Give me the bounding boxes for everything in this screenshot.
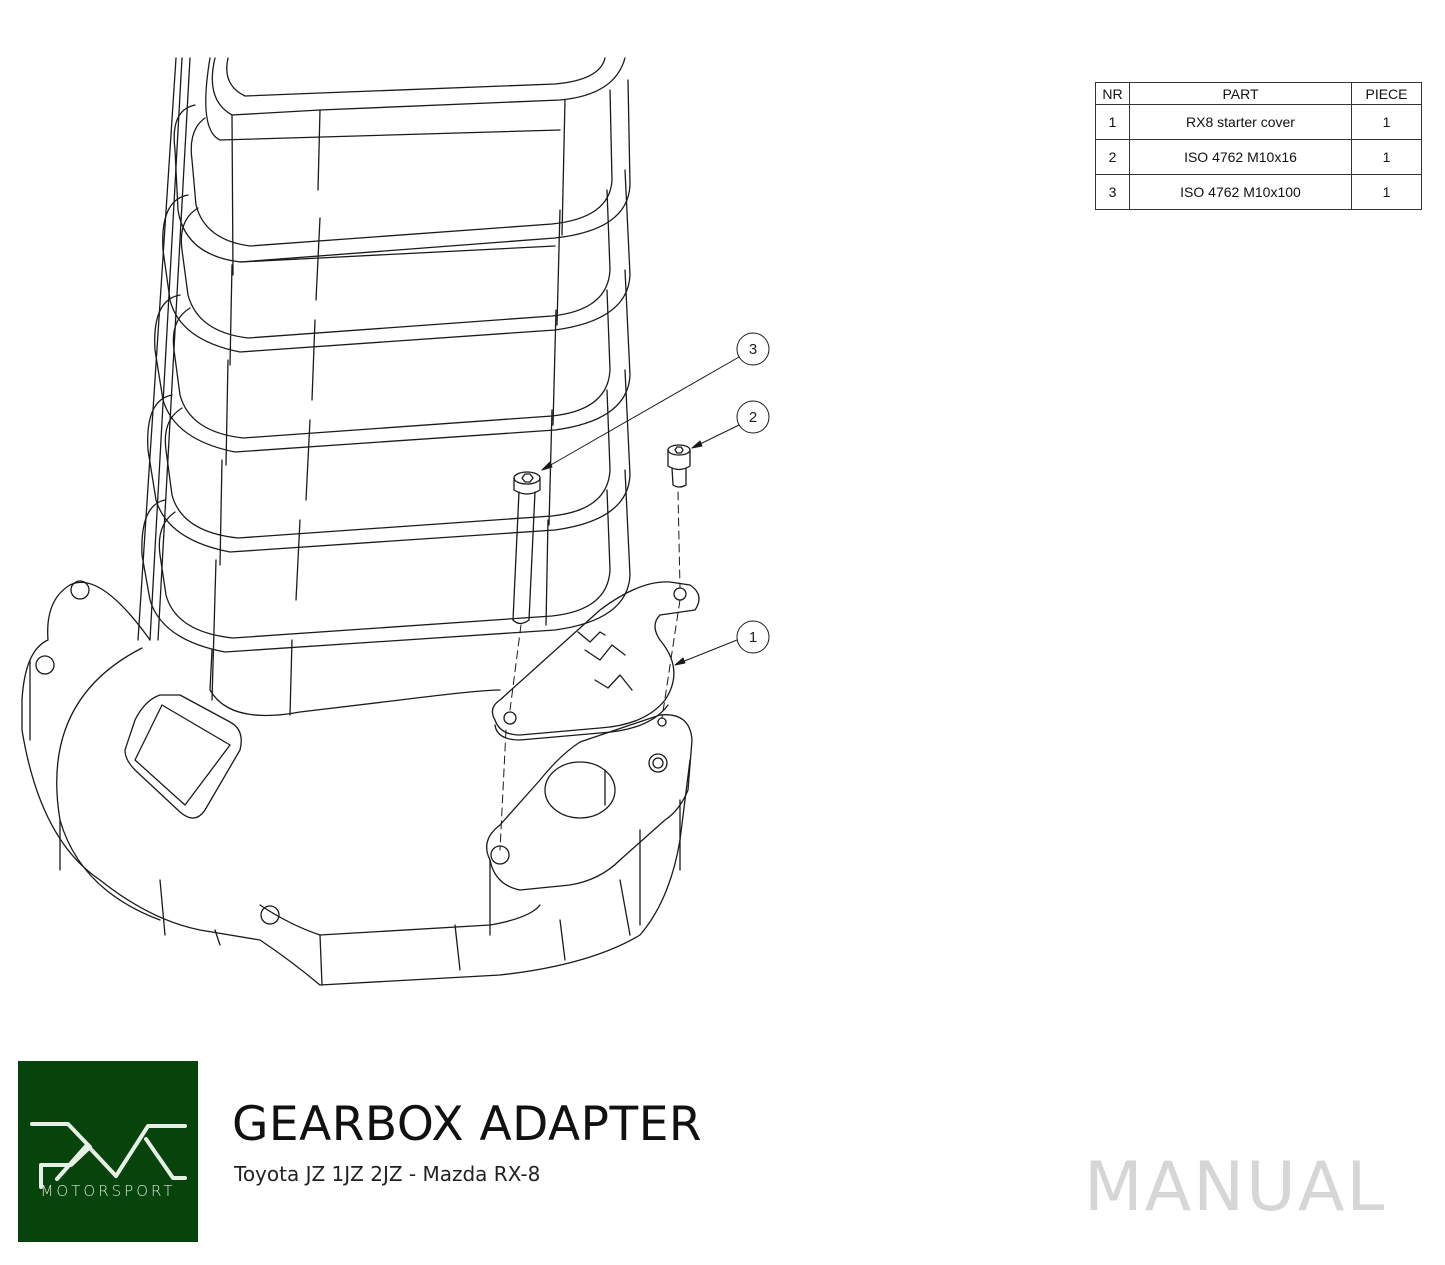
document-title: GEARBOX ADAPTER — [232, 1097, 703, 1152]
table-row: 3 ISO 4762 M10x100 1 — [1095, 174, 1422, 210]
pmc-motorsport-logo: MOTORSPORT — [18, 1061, 198, 1242]
cell-piece: 1 — [1351, 104, 1422, 140]
balloon-1: 1 — [674, 620, 770, 666]
housing-rib — [137, 57, 191, 641]
cell-nr: 1 — [1095, 104, 1130, 140]
bolt-m10x100 — [499, 471, 541, 851]
cell-piece: 1 — [1351, 139, 1422, 175]
cell-nr: 2 — [1095, 139, 1130, 175]
balloon-2-label: 2 — [749, 409, 757, 426]
table-row: 2 ISO 4762 M10x16 1 — [1095, 139, 1422, 175]
balloon-3-label: 3 — [749, 341, 757, 358]
bell-housing — [21, 580, 691, 986]
bill-of-materials-table: NR PART PIECE 1 RX8 starter cover 1 2 IS… — [1095, 82, 1422, 210]
cell-piece: 1 — [1351, 174, 1422, 210]
document-subtitle: Toyota JZ 1JZ 2JZ - Mazda RX-8 — [234, 1162, 541, 1186]
balloon-1-label: 1 — [749, 629, 757, 646]
logo-text: MOTORSPORT — [40, 1182, 176, 1200]
pmc-logo-mark-icon — [30, 1122, 187, 1189]
balloon-2: 2 — [691, 400, 770, 449]
gearbox-tunnel — [141, 57, 631, 717]
column-header-nr: NR — [1095, 82, 1130, 105]
cell-part: ISO 4762 M10x100 — [1129, 174, 1352, 210]
table-row: 1 RX8 starter cover 1 — [1095, 104, 1422, 140]
column-header-part: PART — [1129, 82, 1352, 105]
balloon-3: 3 — [541, 332, 770, 471]
bolt-m10x16 — [661, 444, 691, 719]
cell-nr: 3 — [1095, 174, 1130, 210]
table-header-row: NR PART PIECE — [1095, 82, 1422, 105]
cell-part: ISO 4762 M10x16 — [1129, 139, 1352, 175]
exploded-assembly-drawing: 3 2 1 — [21, 57, 770, 986]
cell-part: RX8 starter cover — [1129, 104, 1352, 140]
column-header-piece: PIECE — [1351, 82, 1422, 105]
rx8-starter-cover-plate — [491, 581, 700, 741]
document-type-label: MANUAL — [1084, 1148, 1387, 1227]
starter-mount-boss — [486, 714, 693, 936]
